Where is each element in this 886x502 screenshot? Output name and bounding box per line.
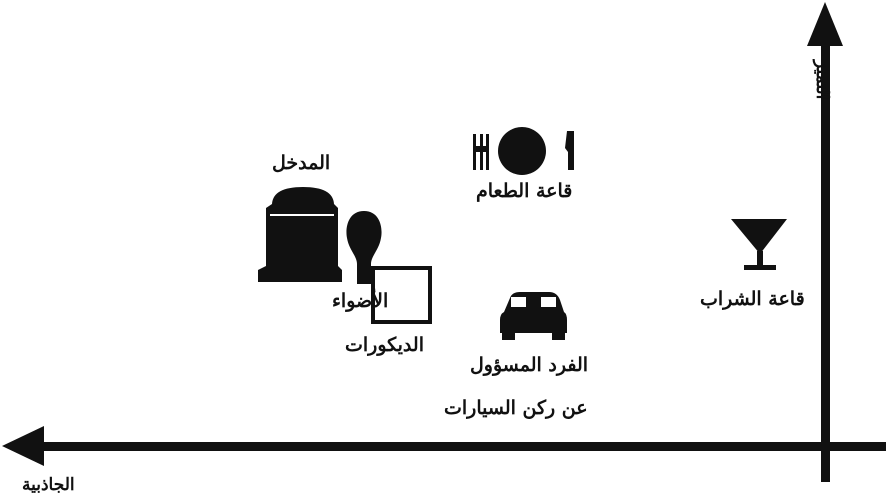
plate-fork-knife-icon	[473, 127, 574, 175]
arched-door-icon	[258, 187, 342, 282]
vertical-axis	[807, 2, 843, 482]
vertical-axis-label: التميز	[812, 60, 832, 100]
picture-frame-icon	[371, 266, 432, 324]
lights-label: الأضواء	[332, 290, 389, 312]
horizontal-axis	[2, 426, 886, 466]
dining-label: قاعة الطعام	[476, 180, 573, 202]
entrance-label: المدخل	[272, 152, 331, 174]
decor-label: الديكورات	[345, 334, 424, 356]
valet-label-line2: عن ركن السيارات	[444, 397, 588, 419]
cocktail-glass-icon	[731, 219, 787, 270]
valet-label-line1: الفرد المسؤول	[470, 354, 589, 376]
bar-label: قاعة الشراب	[700, 288, 805, 310]
car-icon	[500, 292, 567, 340]
horizontal-axis-label: الجاذبية	[22, 475, 75, 495]
light-bulb-icon	[346, 211, 382, 284]
